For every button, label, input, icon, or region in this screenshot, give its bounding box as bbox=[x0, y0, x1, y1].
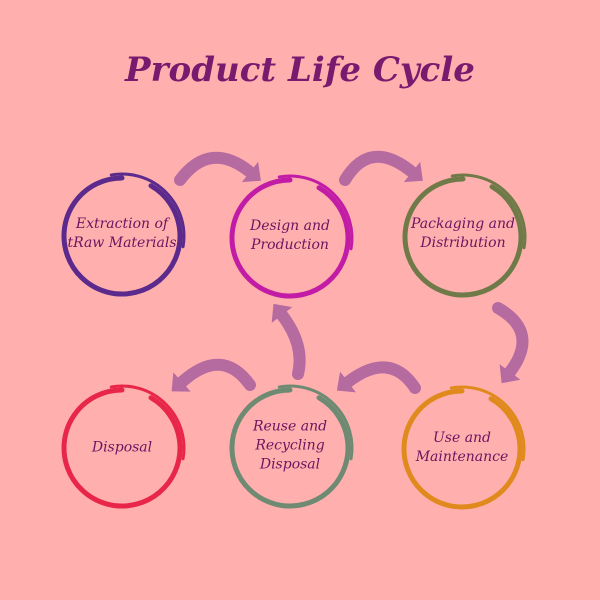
page-title: Product Life Cycle bbox=[125, 50, 475, 90]
stage-label-packaging: Packaging and Distribution bbox=[410, 216, 515, 251]
arrow-use-to-reuse bbox=[336, 361, 421, 394]
arrow-packaging-to-use bbox=[492, 302, 529, 384]
stage-ring-design bbox=[229, 174, 354, 299]
stage-label-extraction: Extraction of tRaw Materials bbox=[67, 216, 177, 251]
arrow-design-to-packaging bbox=[339, 150, 423, 186]
arrow-reuse-to-design bbox=[271, 303, 306, 380]
stage-ring-reuse bbox=[229, 384, 354, 509]
arrow-extraction-to-design bbox=[174, 151, 261, 186]
stage-label-disposal: Disposal bbox=[91, 439, 153, 456]
stage-ring-packaging bbox=[402, 173, 527, 298]
stage-label-design: Design and Production bbox=[250, 218, 330, 253]
stage-ring-extraction bbox=[61, 172, 186, 297]
stage-ring-use bbox=[401, 385, 526, 510]
stage-ring-disposal bbox=[61, 384, 186, 509]
stage-label-reuse: Reuse and Recycling Disposal bbox=[252, 418, 328, 473]
stage-label-use: Use and Maintenance bbox=[415, 430, 509, 465]
arrow-reuse-to-disposal bbox=[171, 358, 256, 392]
